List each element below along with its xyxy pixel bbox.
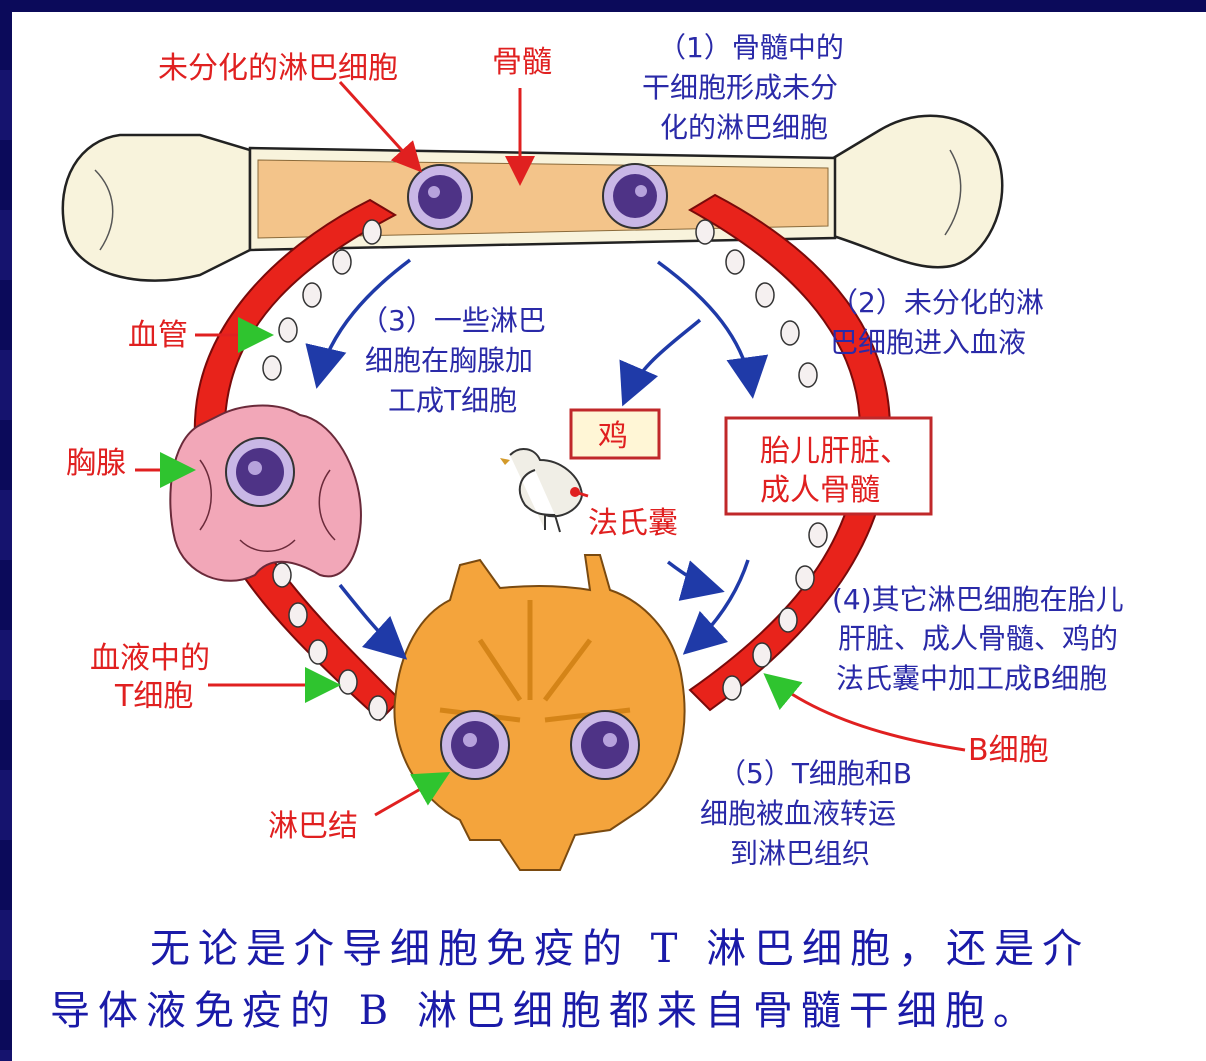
step4-line3: 法氏囊中加工成B细胞 xyxy=(836,662,1107,695)
step3-line2: 细胞在胸腺加 xyxy=(365,344,533,377)
caption-line-1: 无论是介导细胞免疫的 T 淋巴细胞，还是介 xyxy=(50,918,1190,980)
step3-line3: 工成T细胞 xyxy=(388,384,517,417)
step5-line2: 细胞被血液转运 xyxy=(700,797,896,830)
step1-line2: 干细胞形成未分 xyxy=(642,71,838,104)
label-bursa: 法氏囊 xyxy=(588,506,678,541)
slide-top-border xyxy=(0,0,1206,12)
step1-line3: 化的淋巴细胞 xyxy=(660,111,828,144)
label-blood-vessel: 血管 xyxy=(128,318,188,353)
label-bone-marrow: 骨髓 xyxy=(492,45,552,80)
marrow-cell-left xyxy=(408,165,472,229)
step4-line1: (4)其它淋巴细胞在胎儿 xyxy=(832,583,1124,616)
lymph-node xyxy=(394,555,684,870)
caption: 无论是介导细胞免疫的 T 淋巴细胞，还是介 导体液免疫的 B 淋巴细胞都来自骨髓… xyxy=(50,918,1190,1042)
caption-line-2: 导体液免疫的 B 淋巴细胞都来自骨髓干细胞。 xyxy=(50,980,1190,1042)
label-t-cell-in-blood-1: 血液中的 xyxy=(90,641,210,676)
label-thymus: 胸腺 xyxy=(66,446,126,481)
bone xyxy=(63,116,1002,281)
label-fetal-liver-1: 胎儿肝脏、 xyxy=(760,434,910,469)
slide-left-border xyxy=(0,0,12,1061)
step4-line2: 肝脏、成人骨髓、鸡的 xyxy=(838,622,1118,655)
step5-line1: （5）T细胞和B xyxy=(718,757,912,790)
label-chicken: 鸡 xyxy=(598,419,628,454)
label-fetal-liver-2: 成人骨髓 xyxy=(760,473,880,508)
marrow-cell-right xyxy=(603,164,667,228)
label-undifferentiated-lymphocyte: 未分化的淋巴细胞 xyxy=(158,51,398,86)
slide: 未分化的淋巴细胞 骨髓 血管 胸腺 血液中的 T细胞 淋巴结 鸡 法氏囊 胎儿肝… xyxy=(12,12,1206,1061)
step2-line1: （2）未分化的淋 xyxy=(830,286,1044,319)
label-t-cell-in-blood-2: T细胞 xyxy=(114,679,193,714)
step1-line1: （1）骨髓中的 xyxy=(658,31,844,64)
lymphocyte-origin-diagram: 未分化的淋巴细胞 骨髓 血管 胸腺 血液中的 T细胞 淋巴结 鸡 法氏囊 胎儿肝… xyxy=(12,12,1206,922)
step2-line2: 巴细胞进入血液 xyxy=(830,326,1026,359)
label-lymph-node: 淋巴结 xyxy=(268,809,358,844)
label-b-cell: B细胞 xyxy=(968,733,1049,768)
chicken-illustration xyxy=(500,449,582,532)
thymus xyxy=(170,406,361,581)
step3-line1: （3）一些淋巴 xyxy=(360,304,546,337)
step5-line3: 到淋巴组织 xyxy=(730,837,870,870)
